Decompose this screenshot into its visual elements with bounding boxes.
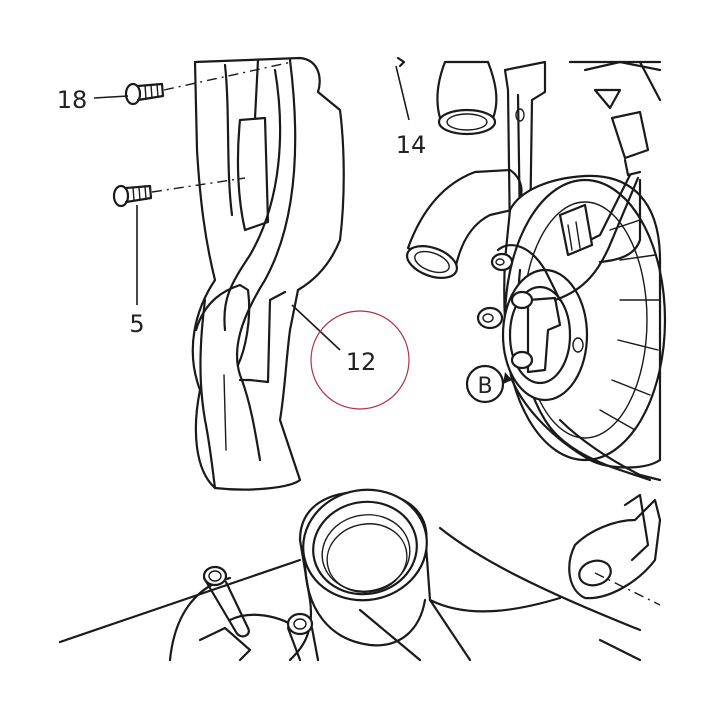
callout-14: 14 xyxy=(396,131,427,159)
engine-block-lower xyxy=(58,490,642,662)
leader-12 xyxy=(291,304,341,351)
callout-b: B xyxy=(477,374,492,399)
callout-5: 5 xyxy=(129,310,144,338)
bolt-18 xyxy=(124,82,165,106)
stud-right xyxy=(198,612,320,662)
callout-12: 12 xyxy=(346,348,377,376)
bolt-5 xyxy=(112,184,153,208)
coolant-hose xyxy=(396,56,523,279)
stud-left xyxy=(202,565,250,638)
callout-18: 18 xyxy=(57,86,88,114)
fan-bracket xyxy=(558,418,662,606)
fan-motor xyxy=(476,244,589,402)
bolt-5-axis-line xyxy=(151,177,246,193)
sensor-connector xyxy=(553,110,650,302)
callout-b-circle xyxy=(465,364,505,404)
highlight-circle-12 xyxy=(310,310,410,410)
filler-neck xyxy=(302,488,428,647)
leader-18 xyxy=(93,95,129,99)
leader-14 xyxy=(395,65,410,121)
air-deflector-cowl xyxy=(191,56,345,491)
pointer-B-arrow xyxy=(503,372,512,384)
